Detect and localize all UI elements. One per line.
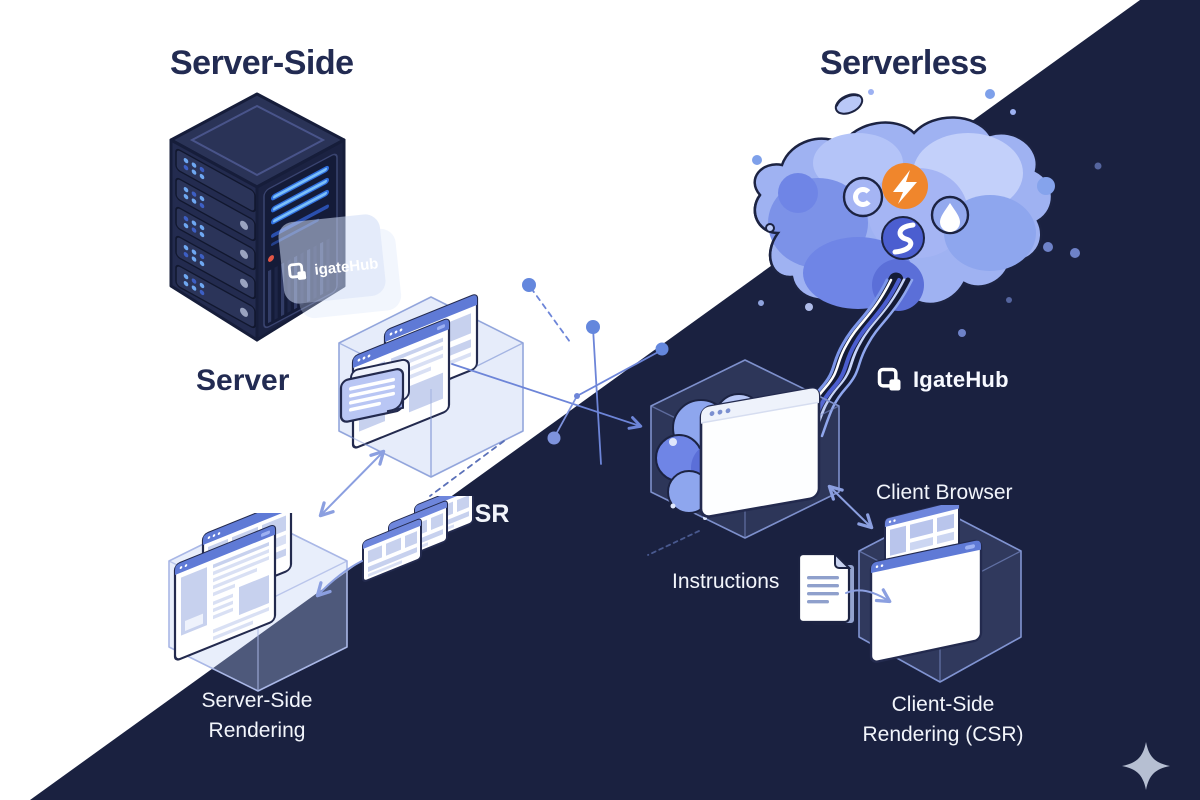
client-browser-label: Client Browser — [876, 481, 1013, 504]
s-bolt-icon — [881, 216, 925, 260]
server-side-title: Server-Side — [170, 44, 354, 82]
ssr-caption: Server-Side Rendering — [202, 686, 313, 746]
documents-icon — [797, 551, 856, 625]
igatehub-brand-text: IgateHub — [913, 367, 1009, 392]
server-rack-icon — [169, 92, 346, 342]
csr-caption-line2: Rendering (CSR) — [862, 723, 1024, 746]
coin-icon — [834, 93, 864, 115]
igatehub-brand: IgateHub — [876, 366, 1009, 394]
message-card-icon — [339, 358, 410, 423]
ssr-caption-line2: Rendering — [208, 719, 306, 742]
igatehub-badge: igateHub — [276, 212, 388, 306]
sparkle-icon — [1122, 742, 1170, 790]
ssr-cube — [168, 513, 348, 692]
ssr-caption-line1: Server-Side — [201, 689, 313, 712]
window-stack-icon — [362, 496, 474, 582]
serverless-title: Serverless — [820, 44, 988, 82]
browser-window-icon — [869, 539, 983, 663]
igatehub-logo-icon — [877, 367, 901, 391]
csr-cube — [858, 505, 1022, 683]
csr-caption: Client-Side Rendering (CSR) — [862, 690, 1023, 750]
instructions-label: Instructions — [672, 570, 780, 593]
lightning-icon — [882, 163, 928, 209]
rack-units — [175, 148, 256, 329]
igatehub-badge-icon — [288, 262, 307, 280]
server-output-cube — [338, 294, 524, 478]
cloud-icon — [752, 89, 1055, 311]
water-drop-icon — [930, 195, 970, 235]
browser-window-icon — [173, 525, 277, 661]
crescent-icon — [842, 176, 884, 218]
server-label: Server — [196, 364, 290, 397]
csr-caption-line1: Client-Side — [891, 693, 995, 716]
serverless-cube — [650, 359, 840, 539]
browser-window-icon — [699, 387, 821, 518]
igatehub-badge-text: igateHub — [313, 254, 380, 279]
